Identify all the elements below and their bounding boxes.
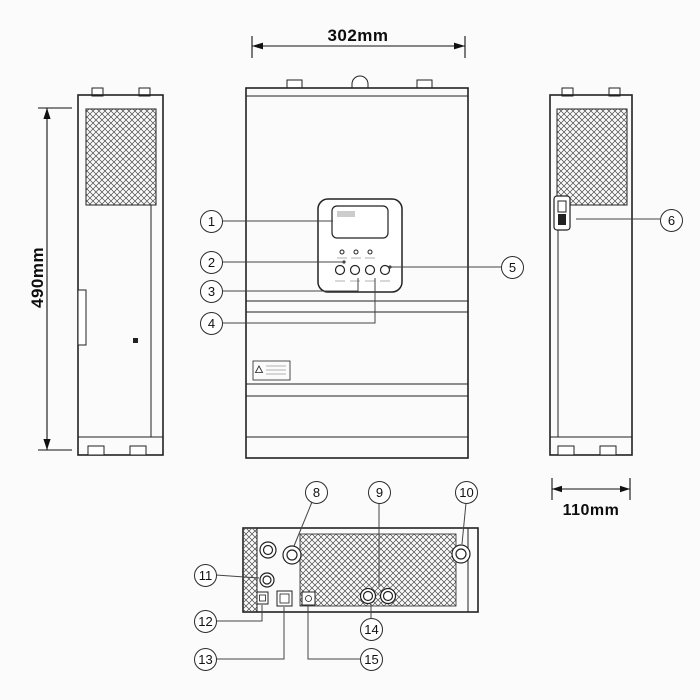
end-cap-left [244,529,257,611]
foot [557,445,575,456]
vent-grid [299,533,457,607]
callout-leader-lines [215,218,660,660]
arrowhead-up-icon [43,108,51,119]
callout-8: 8 [305,481,328,504]
foot [87,445,105,456]
mount-tab [416,79,433,89]
mount-tab [91,87,104,97]
callout-3: 3 [200,280,223,303]
dimension-height-label: 490mm [28,246,47,308]
callout-9: 9 [368,481,391,504]
screw-icon [133,338,138,343]
mount-tab [138,87,151,97]
vent-grid [85,108,157,206]
mount-tab [561,87,574,97]
callout-11: 11 [194,564,217,587]
bottom-view [242,527,479,613]
led-indicator [367,249,373,255]
mount-tab [608,87,621,97]
arrowhead-left-icon [552,485,562,493]
panel-button [364,264,376,276]
callout-10: 10 [455,481,478,504]
callout-13: 13 [194,648,217,671]
front-view [245,75,469,459]
port [256,591,269,605]
dimension-depth-label: 110mm [562,502,620,519]
display-panel [317,198,403,293]
lcd-segment [337,211,355,217]
panel-button [349,264,361,276]
callout-6: 6 [660,209,683,232]
arrowhead-left-icon [252,42,263,50]
lcd-screen [331,205,389,239]
arrowhead-right-icon [454,42,465,50]
warning-label [252,360,291,381]
callout-1: 1 [200,210,223,233]
panel-button [334,264,346,276]
callout-2: 2 [200,251,223,274]
hanging-hook [351,75,369,88]
right-side-view [549,87,633,456]
arrowhead-down-icon [43,439,51,450]
foot [599,445,617,456]
dimension-width-label: 302mm [327,26,389,45]
callout-4: 4 [200,312,223,335]
dimension-lines [38,36,631,500]
mount-tab [286,79,303,89]
panel-button [379,264,391,276]
wall-bracket [77,289,87,346]
callout-14: 14 [360,618,383,641]
foot [129,445,147,456]
left-side-view [77,87,164,456]
callout-12: 12 [194,610,217,633]
power-switch [553,195,571,231]
vent-grid [556,108,628,206]
warning-triangle-icon [254,365,264,373]
comm-port [276,590,293,607]
arrowhead-right-icon [620,485,630,493]
callout-5: 5 [501,256,524,279]
led-indicator [353,249,359,255]
led-indicator [339,249,345,255]
usb-port [301,591,316,606]
callout-15: 15 [360,648,383,671]
